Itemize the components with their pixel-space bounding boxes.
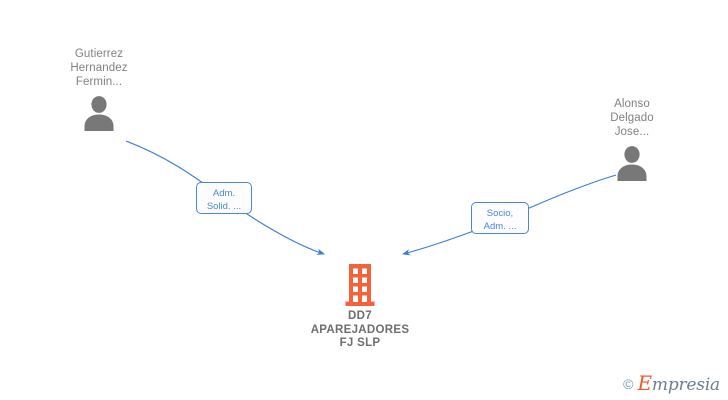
copyright-icon: © — [623, 375, 634, 392]
brand-name: Empresia — [638, 373, 721, 394]
edge-label-gutierrez-to-company[interactable]: Adm. Solid. ... — [196, 182, 252, 214]
company-node-dd7-aparejadores-fj-slp[interactable]: DD7 APAREJADORES FJ SLP — [285, 264, 435, 351]
brand-initial: E — [637, 371, 653, 395]
building-icon — [345, 264, 375, 306]
brand-rest: mpresia — [651, 375, 720, 395]
edge-label-alonso-to-company[interactable]: Socio, Adm. ... — [471, 202, 529, 234]
person-node-alonso-delgado-jose[interactable]: Alonso Delgado Jose... — [572, 97, 692, 181]
empresia-watermark: © Empresia — [623, 373, 720, 394]
company-label: DD7 APAREJADORES FJ SLP — [310, 310, 410, 349]
person-label: Alonso Delgado Jose... — [610, 98, 654, 138]
person-node-gutierrez-hernandez-fermin[interactable]: Gutierrez Hernandez Fermin... — [39, 47, 159, 131]
person-icon — [84, 96, 114, 131]
person-label: Gutierrez Hernandez Fermin... — [70, 48, 128, 88]
person-icon — [617, 146, 647, 181]
